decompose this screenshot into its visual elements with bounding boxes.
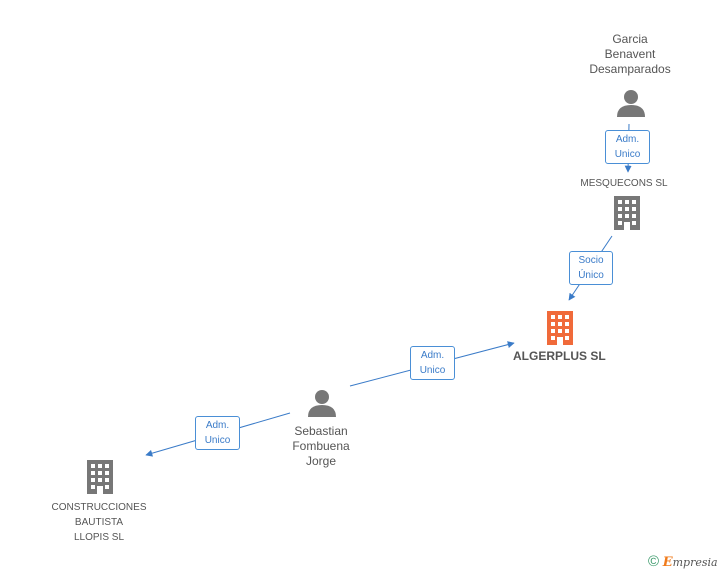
node-label-sebastian[interactable]: Sebastian Fombuena Jorge (292, 424, 350, 468)
brand-name: mpresia (672, 556, 718, 569)
person-icon[interactable] (307, 388, 337, 418)
brand-initial: E (662, 555, 673, 570)
node-label-mesquecons[interactable]: MESQUECONS SL (580, 178, 668, 189)
person-icon[interactable] (616, 88, 646, 118)
building-icon[interactable] (84, 460, 116, 494)
node-label-algerplus[interactable]: ALGERPLUS SL (513, 349, 606, 363)
node-label-construcciones[interactable]: CONSTRUCCIONES BAUTISTA LLOPIS SL (51, 502, 147, 543)
building-icon[interactable] (611, 196, 643, 230)
edge-label-garcia-mesquecons: Adm. Unico (605, 130, 650, 164)
edge-label-sebastian-algerplus: Adm. Unico (410, 346, 455, 380)
watermark: © Empresia (648, 553, 718, 570)
edge-label-mesquecons-algerplus: Socio Único (569, 251, 613, 285)
building-icon-focus[interactable] (544, 311, 576, 345)
node-label-garcia[interactable]: Garcia Benavent Desamparados (589, 32, 671, 76)
copyright-icon: © (648, 553, 660, 570)
edge-label-sebastian-construcciones: Adm. Unico (195, 416, 240, 450)
